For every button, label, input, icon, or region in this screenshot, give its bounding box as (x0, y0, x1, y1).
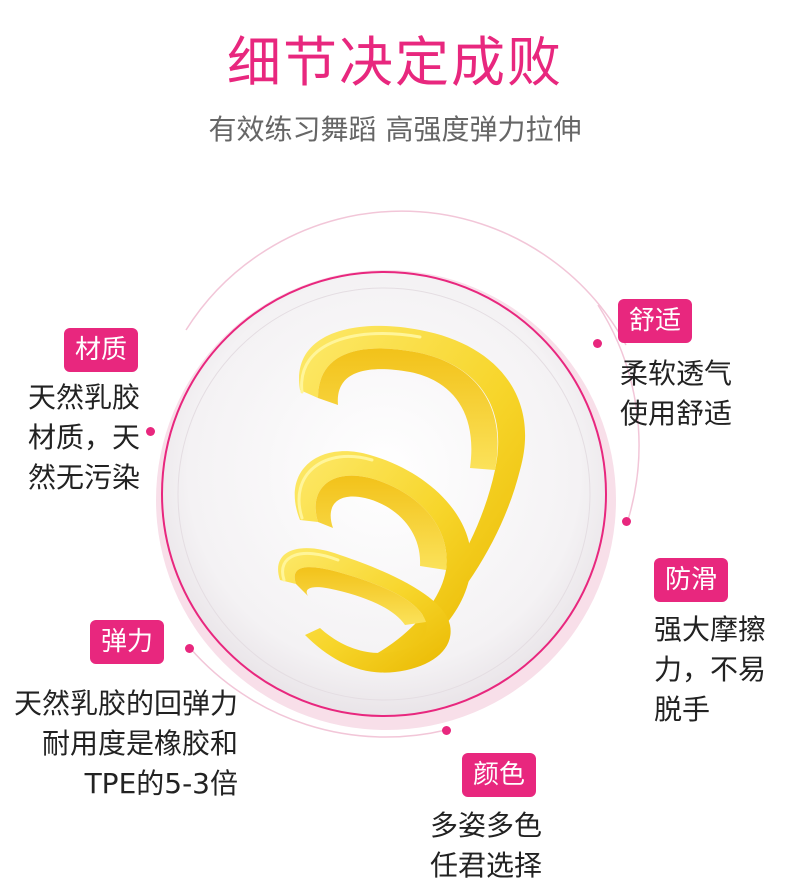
outer-arc-bottom (189, 647, 447, 738)
page-title: 细节决定成败 (227, 31, 563, 94)
outer-arc-right (597, 304, 640, 521)
antislip-line-1: 强大摩擦 (654, 613, 767, 646)
inner-ring (177, 287, 591, 701)
comfort-description: 柔软透气 使用舒适 (620, 354, 732, 434)
color-connector-dot (442, 726, 451, 735)
elastic-line-3: TPE的5-3倍 (84, 767, 238, 800)
material-description: 天然乳胶 材质，天 然无污染 (20, 378, 140, 498)
antislip-description: 强大摩擦 力，不易 脱手 (654, 610, 766, 730)
color-line-1: 多姿多色 (430, 809, 543, 842)
color-badge: 颜色 (462, 753, 537, 797)
material-line-3: 然无污染 (27, 461, 140, 494)
material-connector-dot (146, 427, 155, 436)
antislip-badge: 防滑 (654, 558, 729, 602)
material-line-2: 材质，天 (27, 421, 140, 454)
antislip-line-3: 脱手 (654, 693, 711, 726)
antislip-connector-dot (622, 517, 631, 526)
color-description: 多姿多色 任君选择 (430, 806, 542, 886)
page-subtitle: 有效练习舞蹈 高强度弹力拉伸 (208, 113, 582, 146)
elastic-connector-dot (185, 644, 194, 653)
outer-arc-top (185, 210, 627, 346)
elastic-badge: 弹力 (90, 620, 165, 664)
color-line-2: 任君选择 (430, 849, 543, 882)
comfort-badge: 舒适 (618, 299, 693, 343)
material-line-1: 天然乳胶 (27, 381, 140, 414)
elastic-description: 天然乳胶的回弹力 耐用度是橡胶和 TPE的5-3倍 (0, 684, 238, 804)
yellow-band-illustration (278, 325, 526, 673)
material-badge: 材质 (64, 328, 139, 372)
comfort-line-2: 使用舒适 (620, 397, 733, 430)
antislip-line-2: 力，不易 (654, 653, 767, 686)
comfort-line-1: 柔软透气 (620, 357, 733, 390)
comfort-connector-dot (593, 339, 602, 348)
elastic-line-1: 天然乳胶的回弹力 (13, 687, 238, 720)
elastic-line-2: 耐用度是橡胶和 (41, 727, 238, 760)
